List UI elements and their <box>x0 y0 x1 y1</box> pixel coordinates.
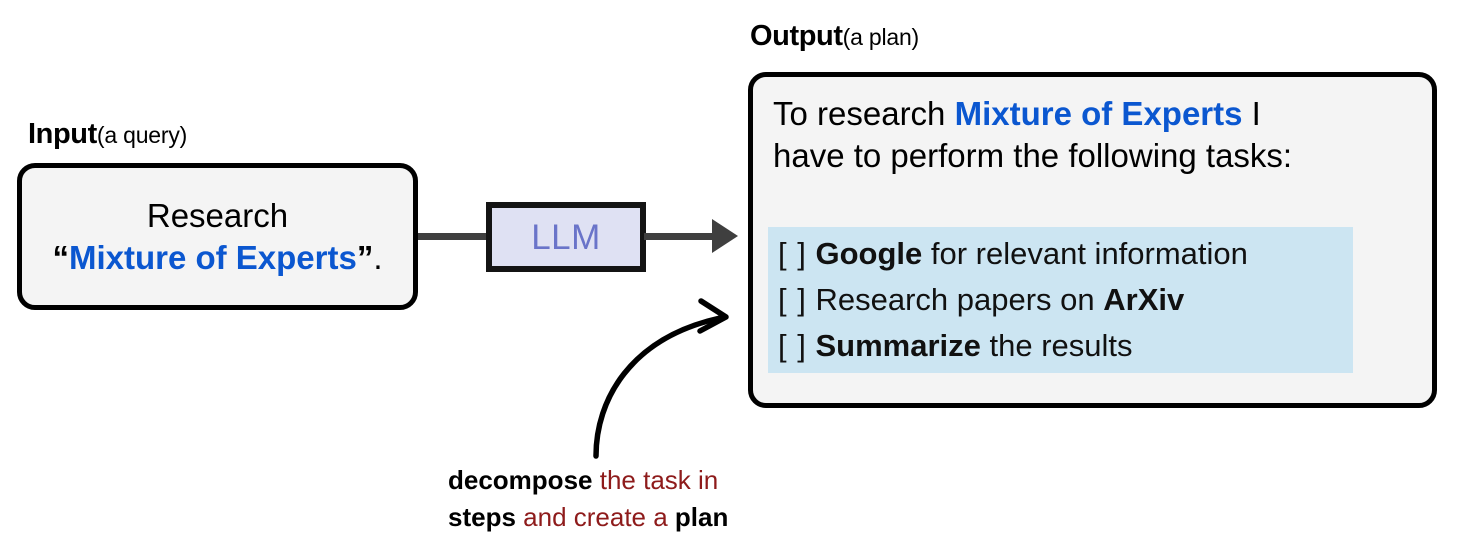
task-row: [ ] Google for relevant information <box>778 231 1345 277</box>
input-query-verb: Research <box>146 197 289 235</box>
input-topic: Mixture of Experts <box>68 238 357 276</box>
connector-llm-to-output <box>644 233 720 240</box>
output-intro-pre: To research <box>773 95 955 132</box>
output-label-weak: (a plan) <box>842 24 920 50</box>
annotation-line-1: decompose the task in <box>448 462 808 499</box>
annotation-keyword-steps: steps <box>448 501 516 532</box>
annotation-line-2: steps and create a plan <box>448 499 808 536</box>
task-row: [ ] Research papers on ArXiv <box>778 277 1345 323</box>
annotation-caption: decompose the task in steps and create a… <box>448 462 808 536</box>
task-list: [ ] Google for relevant information [ ] … <box>768 227 1353 373</box>
output-topic: Mixture of Experts <box>954 95 1243 132</box>
annotation-text-2: and create a <box>515 501 675 532</box>
output-intro-post: I <box>1242 95 1261 132</box>
input-label-weak: (a query) <box>96 122 188 148</box>
checkbox-icon[interactable]: [ ] <box>778 282 807 317</box>
output-intro-line-2: have to perform the following tasks: <box>773 137 1293 175</box>
task-text: the results <box>980 328 1133 363</box>
input-section-label: Input(a query) <box>28 120 187 149</box>
llm-node-label: LLM <box>531 217 601 257</box>
task-keyword: Summarize <box>815 328 981 363</box>
quote-close: ” <box>356 238 374 276</box>
quote-open: “ <box>52 238 69 276</box>
output-section-label: Output(a plan) <box>750 22 919 51</box>
task-text: Research papers on <box>815 282 1104 317</box>
checkbox-icon[interactable]: [ ] <box>778 328 807 363</box>
input-box: Research “Mixture of Experts”. <box>17 163 418 310</box>
arrow-head-icon <box>712 219 738 253</box>
annotation-text-1: the task in <box>592 465 719 495</box>
output-label-strong: Output <box>750 20 843 52</box>
input-query-line-2: “Mixture of Experts”. <box>52 237 382 278</box>
connector-input-to-llm <box>418 233 488 240</box>
input-query-line-1: Research <box>147 195 288 236</box>
checkbox-icon[interactable]: [ ] <box>778 236 807 271</box>
input-period: . <box>373 238 383 276</box>
task-row: [ ] Summarize the results <box>778 323 1345 369</box>
annotation-keyword-decompose: decompose <box>448 465 593 495</box>
annotation-keyword-plan: plan <box>674 501 729 532</box>
task-text: for relevant information <box>922 236 1248 271</box>
input-label-strong: Input <box>28 118 97 150</box>
output-intro-line-1: To research Mixture of Experts I <box>773 93 1412 135</box>
task-keyword: ArXiv <box>1103 282 1185 317</box>
llm-node: LLM <box>486 202 646 272</box>
task-keyword: Google <box>815 236 923 271</box>
